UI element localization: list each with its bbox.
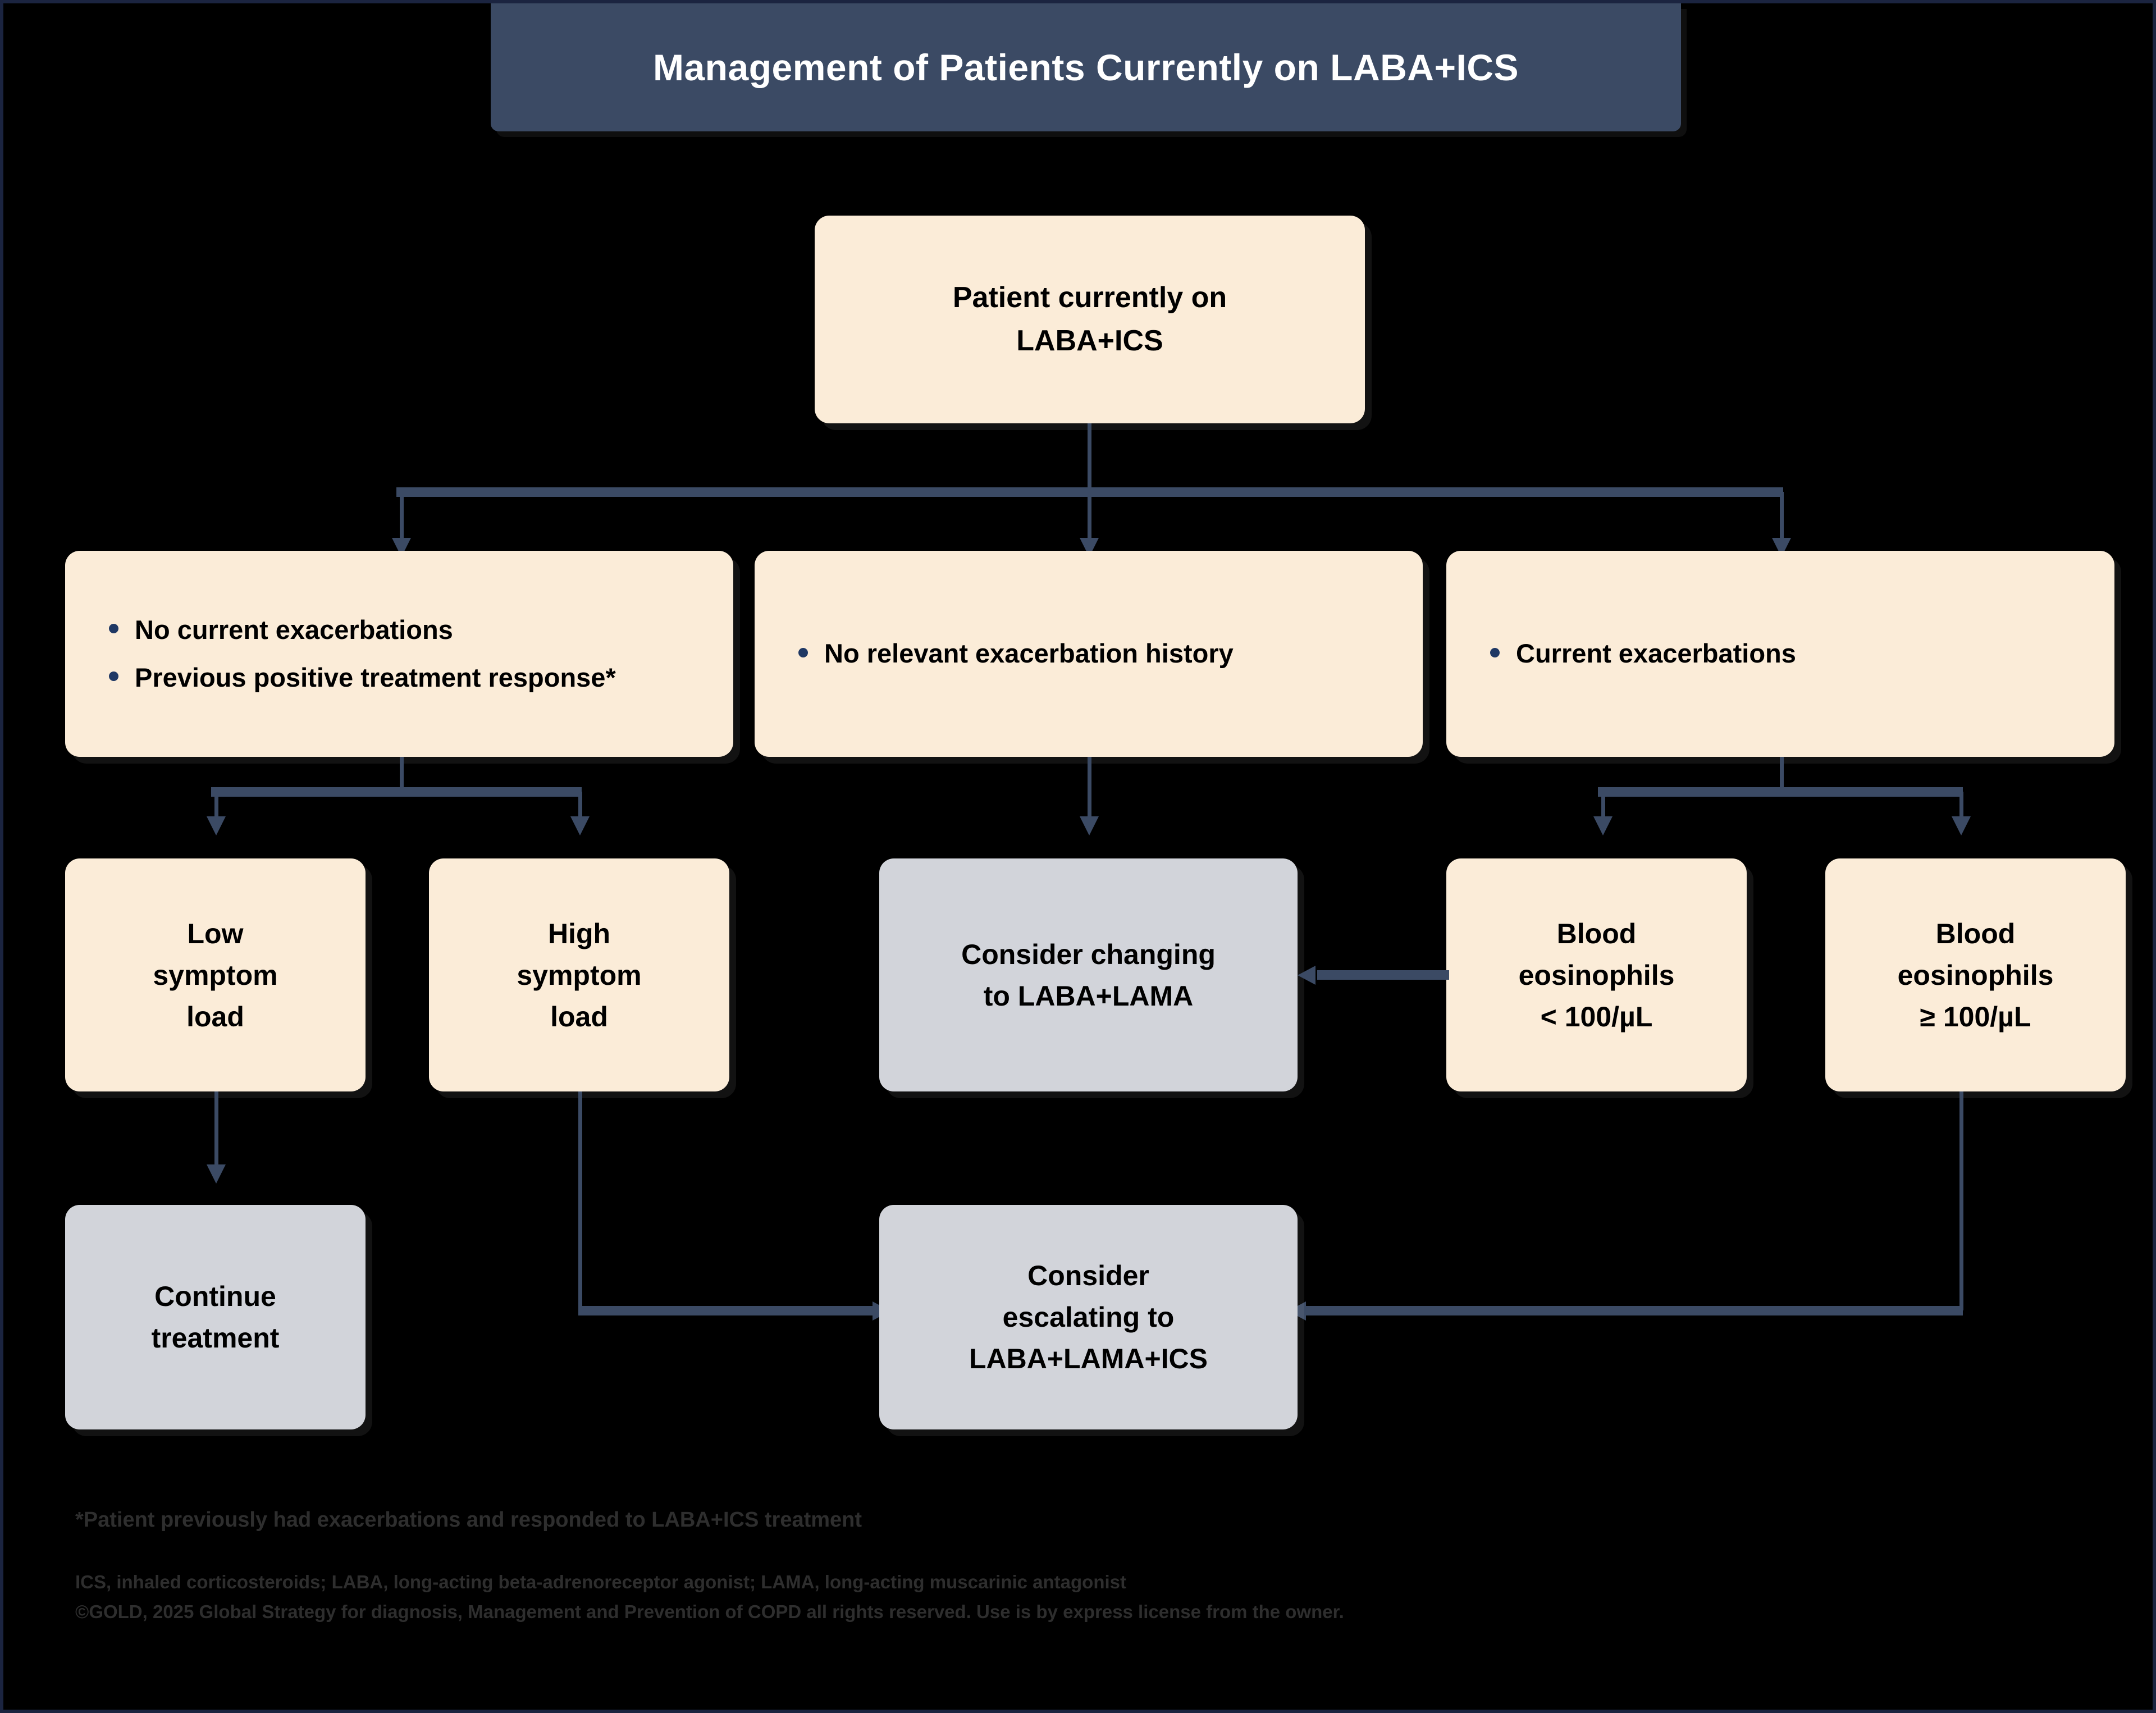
branch-middle-bullets: No relevant exacerbation history: [755, 626, 1423, 682]
arrow-to-continue-treatment: [207, 1164, 226, 1184]
connector-right-split-a: [1601, 792, 1605, 825]
footnote-asterisk: *Patient previously had exacerbations an…: [75, 1508, 862, 1532]
arrow-eoslow-to-change: [1298, 966, 1315, 985]
connector-right-split-b: [1959, 792, 1963, 825]
connector-left-split-a: [214, 792, 218, 825]
connector-eoshigh-down: [1959, 1091, 1963, 1310]
connector-middle-stem: [1088, 757, 1091, 819]
connector-eoslow-to-change: [1317, 970, 1449, 980]
arrow-to-eos-high: [1952, 816, 1971, 835]
connector-left-stem: [400, 757, 404, 791]
node-branch-no-current-exacerbations[interactable]: No current exacerbations Previous positi…: [65, 551, 733, 757]
node-branch-no-relevant-history[interactable]: No relevant exacerbation history: [755, 551, 1423, 757]
connector-right-stem: [1780, 757, 1784, 791]
connector-fanout-left: [400, 492, 404, 548]
connector-high-right: [578, 1306, 876, 1315]
connector-right-split-bar: [1598, 787, 1963, 797]
connector-fanout-right: [1780, 492, 1784, 548]
branch-left-bullets: No current exacerbations Previous positi…: [65, 602, 733, 705]
connector-left-split-b: [578, 792, 582, 825]
connector-eoshigh-left: [1306, 1306, 1963, 1315]
diagram-title-banner: Management of Patients Currently on LABA…: [491, 3, 1681, 131]
arrow-to-high-symptom-load: [570, 816, 590, 835]
list-item: Current exacerbations: [1487, 634, 2094, 674]
branch-right-bullets: Current exacerbations: [1446, 626, 2114, 682]
arrow-to-eos-low: [1593, 816, 1613, 835]
connector-root-stem: [1088, 423, 1091, 492]
arrow-to-consider-changing: [1080, 816, 1099, 835]
connector-fanout-middle: [1088, 492, 1091, 548]
page-title: Management of Patients Currently on LABA…: [652, 47, 1519, 88]
connector-high-down: [578, 1091, 582, 1310]
list-item: Previous positive treatment response*: [106, 658, 713, 698]
list-item: No current exacerbations: [106, 610, 713, 650]
connector-left-split-bar: [211, 787, 582, 797]
footnote-abbreviations: ICS, inhaled corticosteroids; LABA, long…: [75, 1572, 1344, 1623]
connector-low-to-continue: [214, 1091, 218, 1170]
list-item: No relevant exacerbation history: [795, 634, 1403, 674]
node-branch-current-exacerbations[interactable]: Current exacerbations: [1446, 551, 2114, 757]
arrow-to-low-symptom-load: [207, 816, 226, 835]
